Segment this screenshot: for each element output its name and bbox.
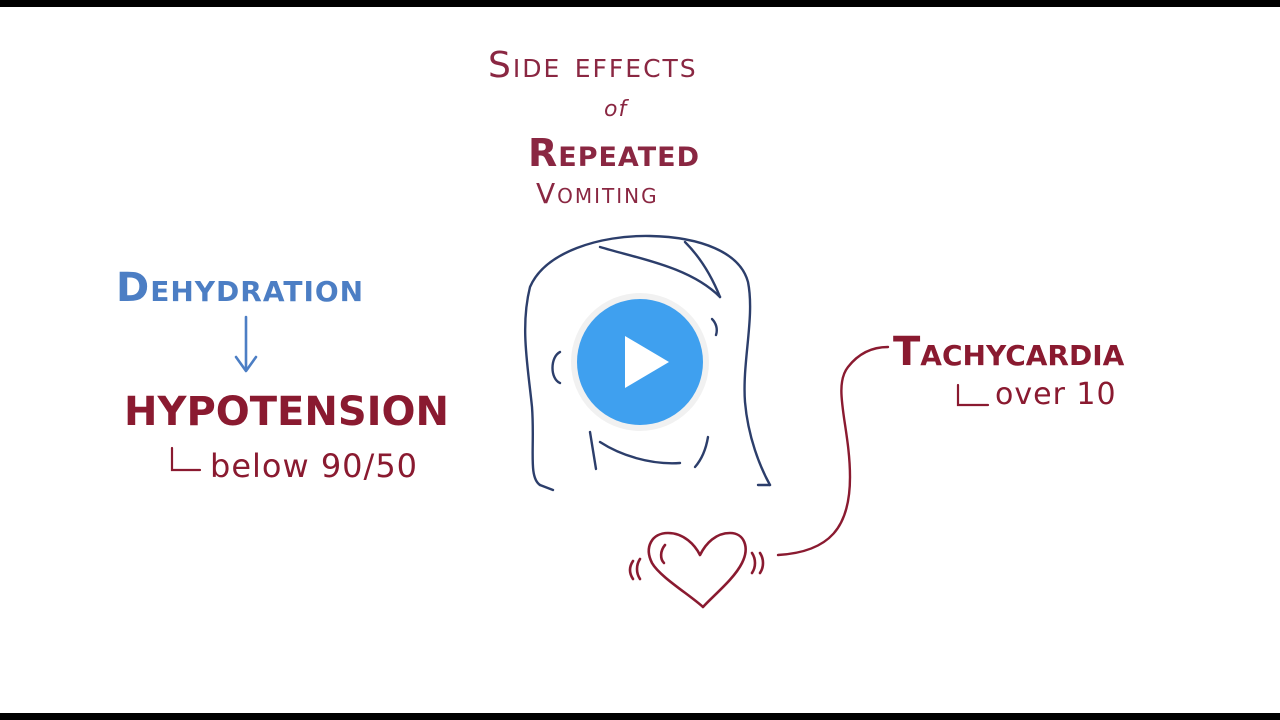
bracket-hypotension: [170, 446, 202, 472]
label-tachycardia: Tachycardia: [893, 329, 1125, 375]
connector-line: [776, 345, 890, 557]
title-line-1: Side effects: [488, 45, 698, 86]
label-hypotension: HYPOTENSION: [124, 389, 450, 435]
arrow-down-icon: [234, 315, 258, 373]
play-button-circle[interactable]: [577, 299, 703, 425]
whiteboard-drawing: [170, 234, 990, 609]
sublabel-hypotension: below 90/50: [210, 447, 419, 485]
heart-icon: [628, 531, 765, 609]
play-icon: [625, 336, 669, 388]
video-frame[interactable]: Side effects of Repeated Vomiting Dehydr…: [0, 7, 1280, 713]
title-line-4: Vomiting: [536, 177, 659, 210]
play-button[interactable]: [571, 293, 709, 431]
label-dehydration: Dehydration: [116, 265, 365, 311]
sublabel-tachycardia: over 10: [995, 377, 1117, 412]
bracket-tachycardia: [956, 383, 990, 407]
title-line-3: Repeated: [528, 131, 701, 175]
face-illustration: [523, 234, 772, 492]
title-line-2: of: [604, 97, 628, 122]
